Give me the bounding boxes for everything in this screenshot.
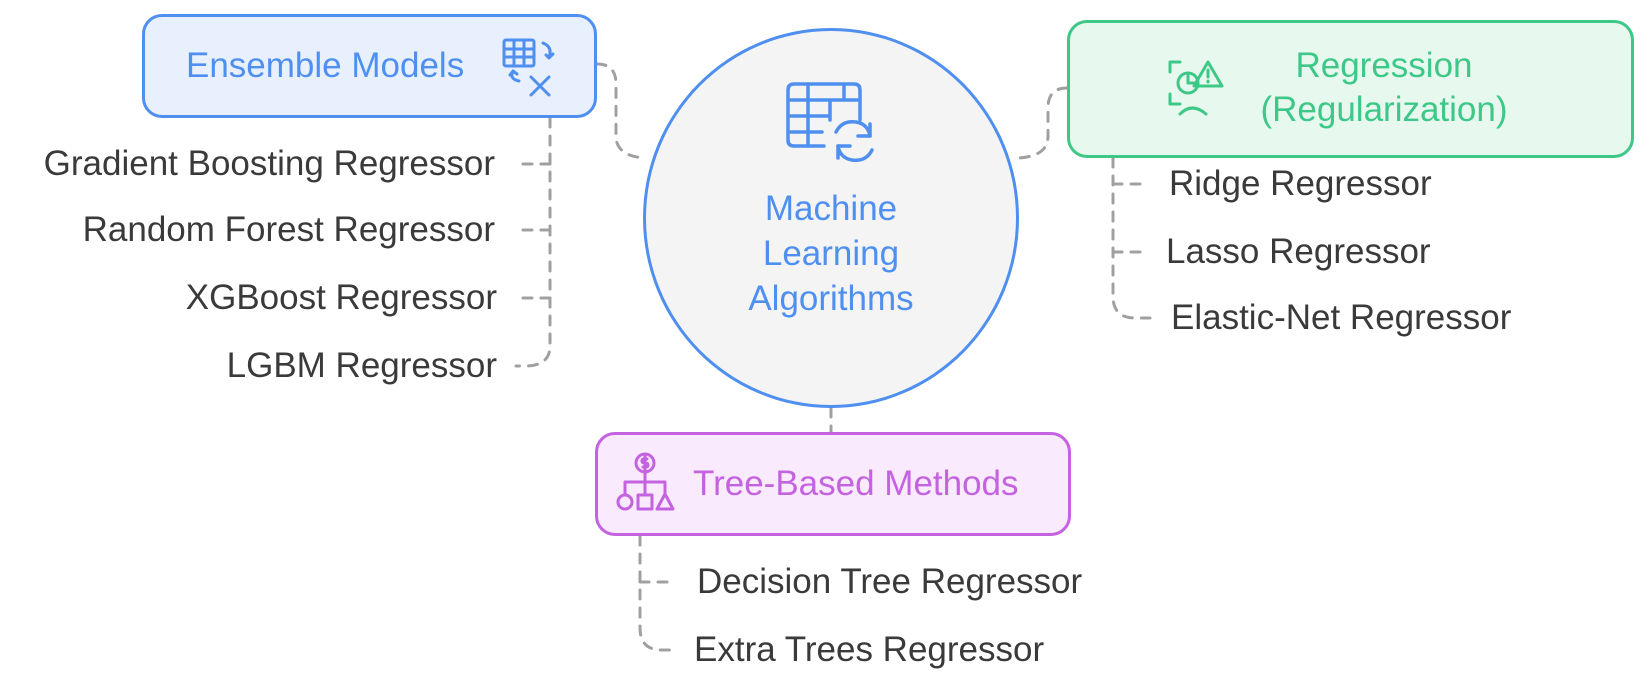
center-title-line: Learning (762, 234, 900, 273)
center-title-line: Algorithms (748, 279, 914, 318)
table-refresh-icon (786, 82, 874, 163)
tree-based-methods-box (595, 432, 1071, 536)
regression-box (1067, 20, 1634, 158)
list-item: Lasso Regressor (1166, 232, 1431, 271)
connector-ensemble-spine (514, 116, 552, 368)
list-item: Gradient Boosting Regressor (43, 144, 495, 183)
regression-title-line: Regression (1295, 46, 1473, 85)
center-title: Machine Learning Algorithms (643, 186, 1019, 321)
list-item: Decision Tree Regressor (697, 562, 1083, 601)
list-item: Elastic-Net Regressor (1171, 298, 1512, 337)
center-node (643, 28, 1019, 408)
center-title-line: Machine (764, 189, 898, 228)
list-item: Ridge Regressor (1169, 164, 1432, 203)
decision-tree-icon (616, 452, 675, 511)
tree-based-methods-title: Tree-Based Methods (693, 464, 1019, 503)
spreadsheet-function-icon (502, 38, 555, 97)
connector-regression-spine (1111, 156, 1152, 320)
list-item: XGBoost Regressor (185, 278, 497, 317)
list-item: Random Forest Regressor (82, 210, 495, 249)
chart-warning-icon (1168, 60, 1224, 116)
regression-title-line: (Regularization) (1260, 90, 1508, 129)
ensemble-models-title: Ensemble Models (186, 46, 465, 85)
list-item: Extra Trees Regressor (694, 630, 1045, 669)
connector-ensemble-center (595, 62, 647, 160)
list-item: LGBM Regressor (226, 346, 497, 385)
connector-tree-spine (638, 534, 678, 652)
connector-regression-center (1017, 86, 1069, 160)
